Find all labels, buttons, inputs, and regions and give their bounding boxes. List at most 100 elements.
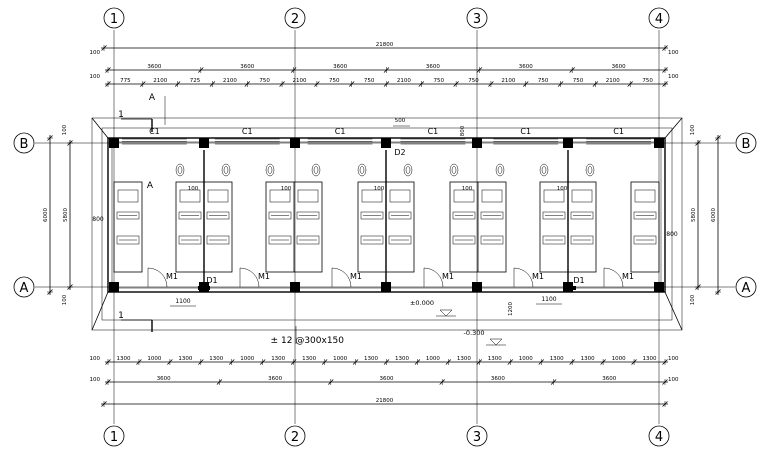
dim-top-bays-text: 3600: [240, 64, 254, 70]
squat-pan: [296, 235, 320, 245]
section-label: A: [147, 181, 154, 191]
squat-pan: [116, 235, 140, 245]
dim-bottom-details-text: 1300: [550, 356, 564, 362]
window-tag: C1: [520, 127, 531, 136]
stall-door: [361, 189, 383, 203]
stall-door: [207, 189, 229, 203]
dim-tick: [290, 67, 297, 73]
squat-pan: [570, 235, 594, 245]
dim-bottom-edge: 100: [90, 356, 101, 362]
grid-label-A: A: [742, 281, 751, 296]
structural-column: [654, 282, 664, 292]
squat-pan: [206, 211, 230, 220]
dim-top-details-text: 2100: [397, 78, 411, 84]
dim-top-details-text: 750: [259, 78, 270, 84]
dim-right-overall-text: 6000: [711, 208, 717, 222]
dim-tick: [198, 67, 204, 73]
window-tag: C1: [335, 127, 346, 136]
urinal-icon: [265, 163, 275, 177]
dim-tick: [259, 359, 266, 365]
dim-top-details-text: 725: [190, 78, 201, 84]
dim-tick: [383, 359, 390, 365]
dim-tick: [136, 359, 142, 365]
dim-left-edge: 100: [62, 294, 68, 305]
dim-tick: [414, 359, 421, 365]
dim-tick: [198, 359, 204, 365]
toilet-stall-block: [113, 181, 143, 273]
dim-bottom-details-text: 1300: [302, 356, 316, 362]
dim-top-bays-text: 3600: [426, 64, 440, 70]
door-swing-m1: [331, 267, 352, 288]
window-tag: C1: [428, 127, 439, 136]
squat-pan: [388, 235, 412, 245]
dim-1200: 1200: [508, 302, 514, 316]
dim-top-details-text: 750: [433, 78, 444, 84]
dim-top-details-text: 750: [573, 78, 584, 84]
grid-bubble-4: [648, 7, 670, 29]
dim-tick: [209, 81, 216, 87]
grid-label-B: B: [742, 137, 751, 152]
window-tag: C1: [149, 127, 160, 136]
urinal-icon-inner: [541, 166, 547, 174]
dim-tick: [662, 45, 668, 51]
stall-door: [481, 189, 503, 203]
stall-door: [571, 189, 593, 203]
door-tag-m1: M1: [258, 272, 270, 281]
dim-left-edge: 100: [62, 124, 68, 135]
dim-tick: [476, 67, 483, 73]
grid-bubble-3: [466, 7, 488, 29]
structural-column: [199, 138, 209, 148]
urinal-icon-inner: [177, 166, 183, 174]
door-tag-m1: M1: [442, 272, 454, 281]
dim-right-edge: 100: [690, 294, 696, 305]
dim-tick: [557, 81, 564, 87]
dim-tick: [600, 359, 606, 365]
squat-pan: [452, 211, 476, 220]
dim-top-details-text: 750: [538, 78, 549, 84]
dim-tick: [538, 359, 545, 365]
urinal-icon: [175, 163, 185, 177]
urinal-icon-inner: [267, 166, 273, 174]
annotation-stall-100: 100: [462, 186, 473, 192]
door-swing-m1: [239, 267, 260, 288]
dim-top-details-text: 750: [364, 78, 375, 84]
grid-bubble-1: [103, 7, 125, 29]
dim-bottom-bays-text: 3600: [491, 376, 505, 382]
grid-label-4: 4: [655, 12, 663, 27]
dim-tick: [507, 359, 514, 365]
grid-bubble-A: [13, 276, 35, 298]
dim-tick: [279, 81, 285, 87]
dim-bottom-details-text: 1000: [240, 356, 254, 362]
apron-outline: [101, 127, 673, 321]
beam-symbol: ±: [270, 336, 278, 346]
door-tag-d1: D1: [206, 276, 217, 285]
dim-tick: [321, 359, 328, 365]
dim-top-details-text: 2100: [223, 78, 237, 84]
dim-bottom-details-text: 1000: [612, 356, 626, 362]
squat-pan: [296, 211, 320, 220]
dim-tick: [662, 359, 668, 365]
squat-pan: [178, 211, 202, 220]
door-tag-d1: D1: [573, 276, 584, 285]
grid-bubble-A: [735, 276, 757, 298]
dim-bottom-details-text: 1300: [209, 356, 223, 362]
roof-diagonal: [91, 117, 109, 139]
dim-tick: [67, 284, 73, 290]
dim-tick: [592, 81, 599, 87]
window-tag: C1: [242, 127, 253, 136]
dim-bottom-edge: 100: [668, 356, 679, 362]
dim-tick: [383, 67, 390, 73]
level-triangle: [489, 338, 503, 346]
grid-label-A: A: [20, 281, 29, 296]
dim-tick: [569, 67, 575, 73]
dim-bottom-details-text: 1300: [581, 356, 595, 362]
dim-left-inner-text: 5800: [63, 208, 69, 222]
dim-tick: [715, 135, 721, 141]
roof-diagonal: [91, 291, 109, 331]
dim-tick: [328, 379, 334, 385]
urinal-icon: [403, 163, 413, 177]
structural-column: [290, 282, 300, 292]
grid-bubble-4: [648, 425, 670, 447]
roof-diagonal: [664, 291, 683, 331]
level-mark-minus: -0.300: [464, 329, 485, 337]
